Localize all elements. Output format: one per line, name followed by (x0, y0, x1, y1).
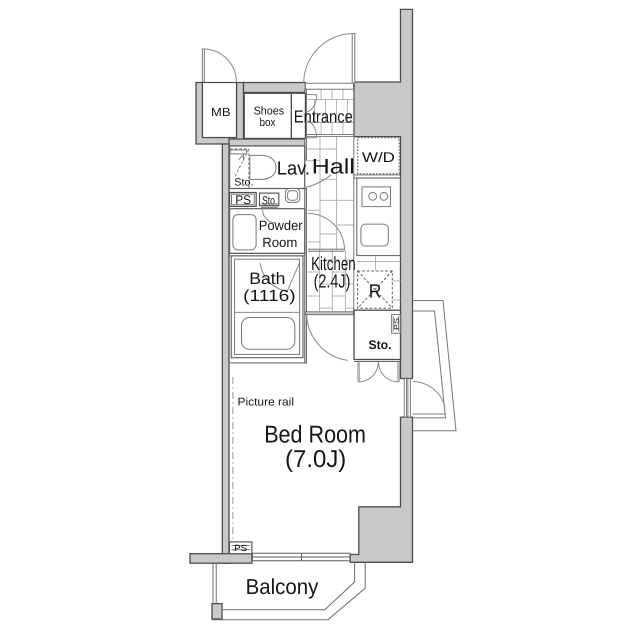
svg-text:Kitchen: Kitchen (311, 254, 356, 275)
svg-text:R: R (369, 281, 382, 302)
svg-text:PS: PS (235, 193, 251, 207)
svg-text:Room: Room (262, 235, 297, 250)
svg-text:W/D: W/D (362, 149, 395, 165)
svg-text:Lav.: Lav. (277, 158, 310, 179)
svg-text:Bath: Bath (249, 269, 285, 288)
svg-text:(2.4J): (2.4J) (314, 272, 351, 293)
svg-text:PS: PS (394, 317, 401, 330)
svg-text:Sto.: Sto. (369, 338, 392, 352)
svg-text:(7.0J): (7.0J) (285, 446, 346, 473)
svg-text:Powder: Powder (259, 218, 303, 233)
svg-text:Sto.: Sto. (262, 193, 277, 207)
svg-text:Sto.: Sto. (234, 176, 253, 188)
svg-text:PS: PS (234, 543, 247, 553)
svg-text:Picture rail: Picture rail (238, 396, 295, 408)
svg-text:box: box (260, 117, 276, 129)
svg-text:Balcony: Balcony (246, 574, 319, 599)
svg-text:MB: MB (211, 105, 231, 119)
svg-text:Bed Room: Bed Room (264, 421, 366, 448)
svg-text:Hall: Hall (312, 155, 355, 178)
svg-text:Shoes: Shoes (254, 105, 285, 117)
svg-text:Entrance: Entrance (294, 106, 353, 126)
svg-text:(1116): (1116) (243, 287, 296, 305)
